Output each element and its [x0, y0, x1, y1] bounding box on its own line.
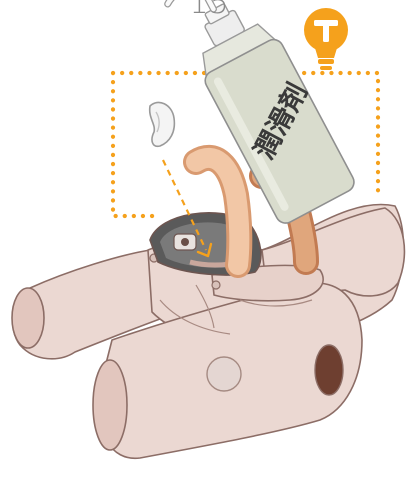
front-opening — [315, 345, 343, 395]
lubricant-drop-icon — [150, 102, 175, 146]
round-pad — [207, 357, 241, 391]
front-limb-end — [93, 360, 127, 450]
left-limb-end — [12, 288, 44, 348]
connector-hole — [181, 238, 189, 246]
step-number: 15 — [0, 0, 419, 21]
